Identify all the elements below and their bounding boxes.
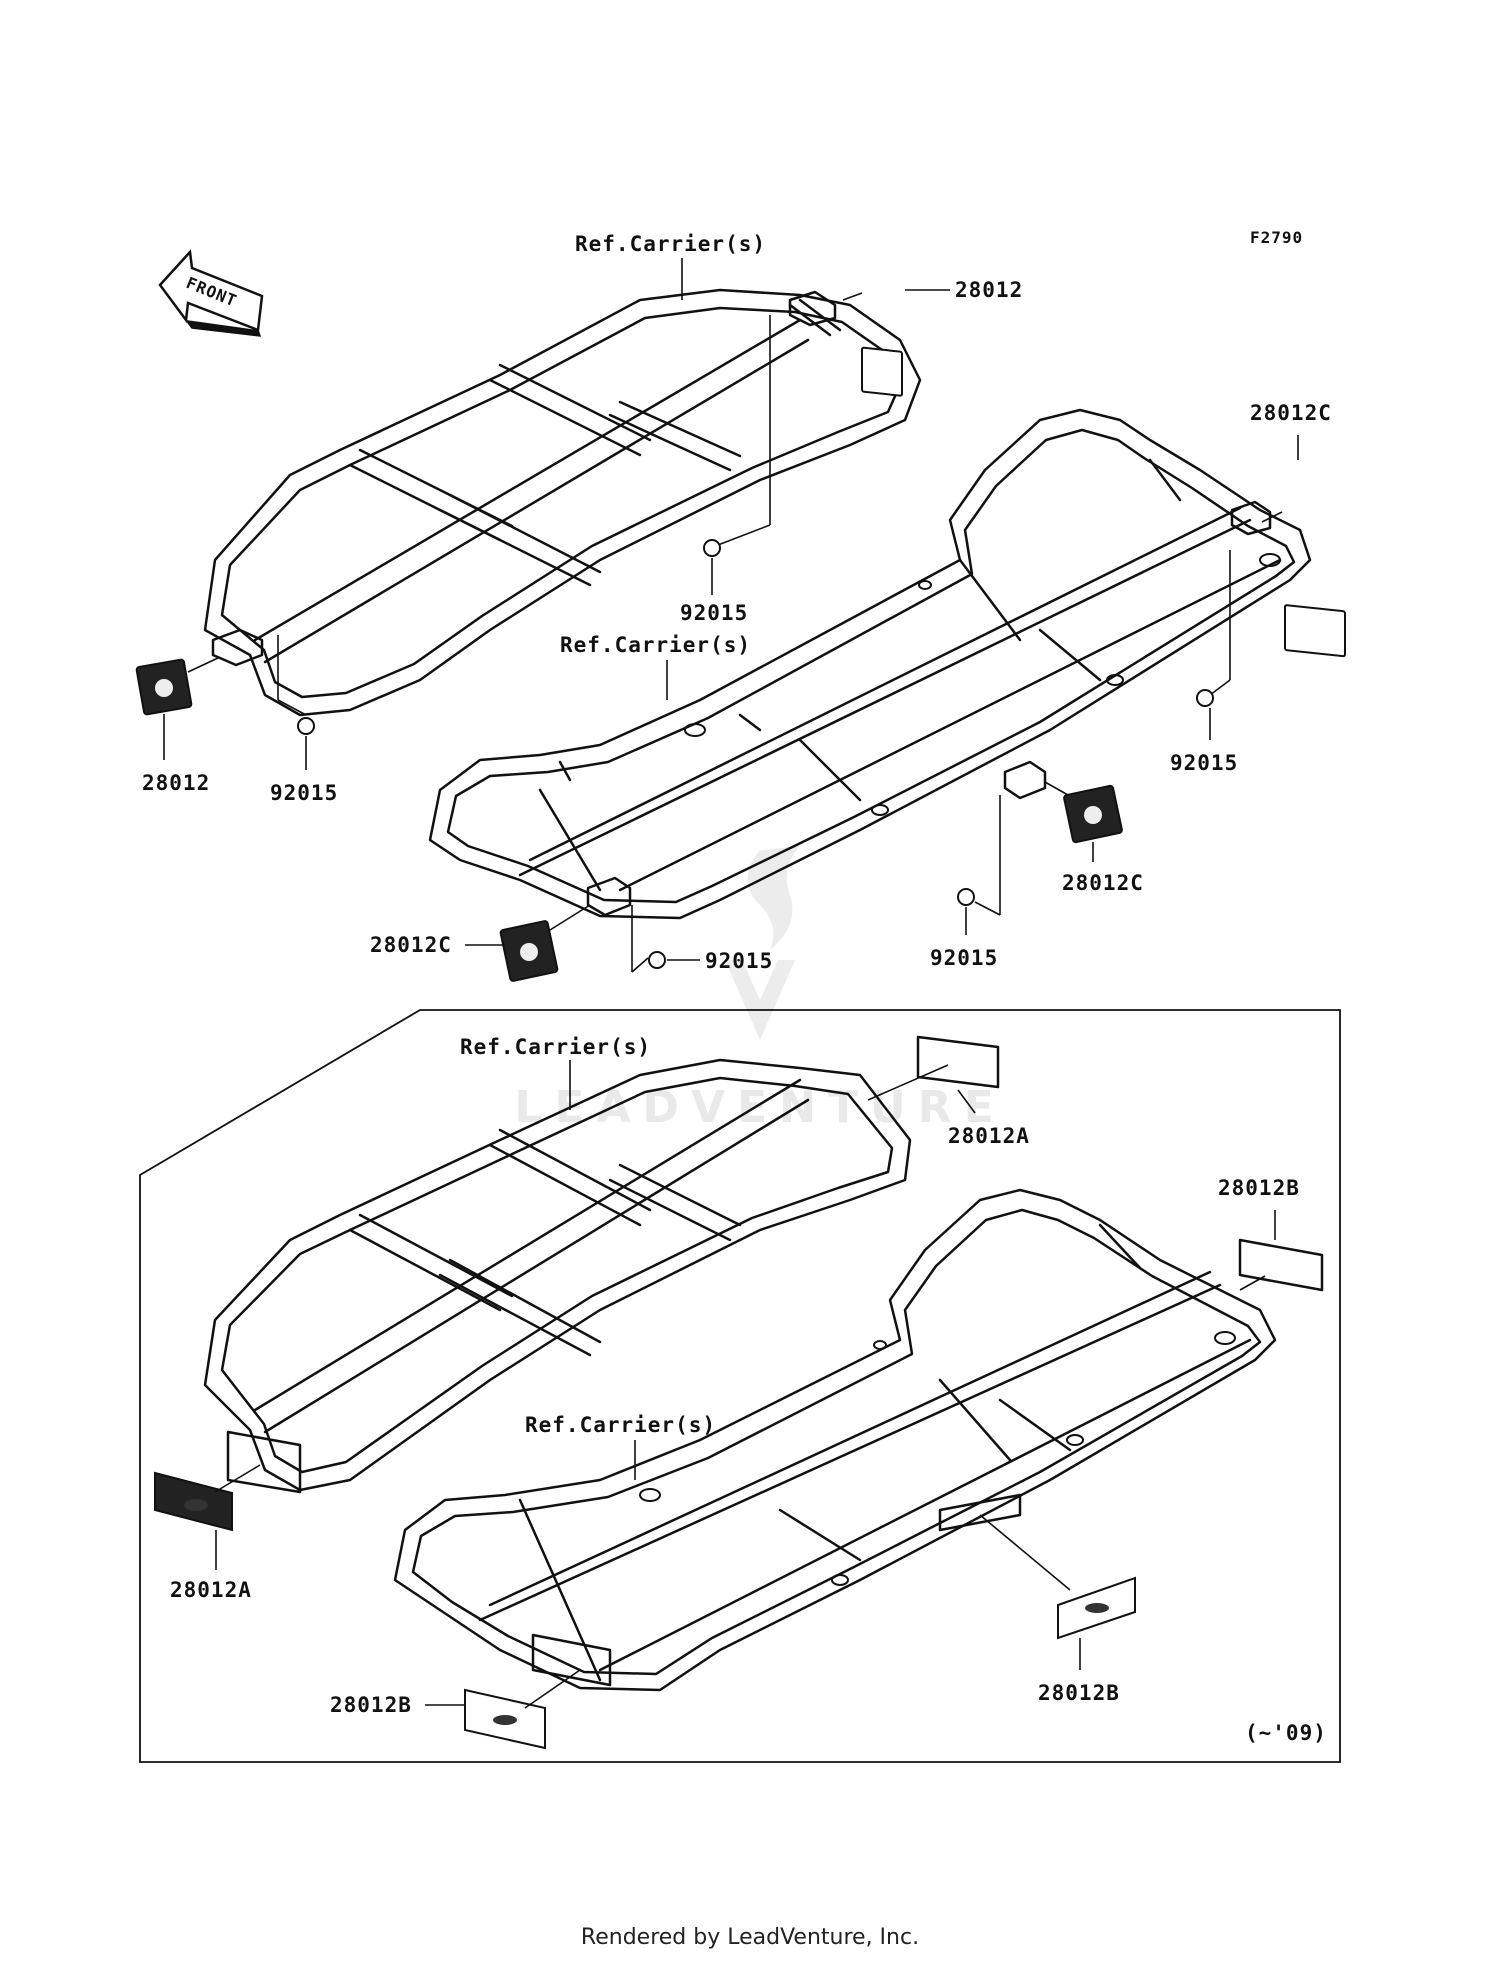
- reflector-bottom-top-right: [916, 1035, 1000, 1089]
- rear-bracket-upper: [1230, 500, 1272, 536]
- front-arrow-icon: FRONT: [158, 249, 264, 337]
- label-rear-reflector-upper-right: 28012C: [1250, 401, 1332, 425]
- ref-label-bottom-rear: Ref.Carrier(s): [525, 1413, 716, 1437]
- rear-carrier-lower: [393, 1188, 1277, 1692]
- label-bottom-reflector-bottom-left: 28012B: [330, 1693, 412, 1717]
- label-rear-nut-right: 92015: [1170, 751, 1238, 775]
- reflector-rear-upper-right: [1284, 604, 1346, 658]
- footer-credit: Rendered by LeadVenture, Inc.: [581, 1925, 919, 1950]
- label-bottom-reflector-left: 28012A: [170, 1578, 252, 1602]
- front-carrier-lower: [203, 1058, 912, 1492]
- label-rear-nut-left: 92015: [705, 949, 773, 973]
- label-rear-nut-bottom: 92015: [930, 946, 998, 970]
- nut-top-center: [703, 539, 721, 557]
- reflector-top-right: [861, 346, 903, 397]
- label-bottom-reflector-far-right: 28012B: [1218, 1176, 1300, 1200]
- nut-top-left: [297, 717, 315, 735]
- rear-bracket-right: [1003, 760, 1047, 800]
- label-top-nut-left: 92015: [270, 781, 338, 805]
- label-top-nut-center: 92015: [680, 601, 748, 625]
- label-bottom-reflector-top-right: 28012A: [948, 1124, 1030, 1148]
- label-rear-reflector-left: 28012C: [370, 933, 452, 957]
- rear-carrier-upper: [428, 408, 1312, 920]
- label-bottom-reflector-bottom-right: 28012B: [1038, 1681, 1120, 1705]
- rear-bracket-left: [586, 876, 632, 917]
- nut-rear-left: [648, 951, 666, 969]
- front-carrier-upper: [203, 288, 922, 717]
- plate-bottom-rear-left: [531, 1633, 612, 1687]
- inset-note: (~'09): [1245, 1721, 1327, 1745]
- label-top-right-reflector: 28012: [955, 278, 1023, 302]
- watermark-text: LEADVENTURE: [514, 1082, 1005, 1133]
- nut-rear-bottom: [957, 888, 975, 906]
- label-rear-reflector-mid-right: 28012C: [1062, 871, 1144, 895]
- front-bracket-left: [211, 628, 264, 667]
- plate-bottom-front-left: [226, 1430, 302, 1494]
- ref-label-top-rear: Ref.Carrier(s): [560, 633, 751, 657]
- label-top-left-reflector: 28012: [142, 771, 210, 795]
- nut-rear-right: [1196, 689, 1214, 707]
- figure-code: F2790: [1250, 228, 1303, 247]
- plate-bottom-rear-right: [938, 1493, 1022, 1532]
- ref-label-top-front: Ref.Carrier(s): [575, 232, 766, 256]
- ref-label-bottom-front: Ref.Carrier(s): [460, 1035, 651, 1059]
- front-bracket-right: [788, 290, 837, 327]
- reflector-bottom-far-right: [1238, 1238, 1324, 1292]
- inset-frame: [139, 1009, 1341, 1763]
